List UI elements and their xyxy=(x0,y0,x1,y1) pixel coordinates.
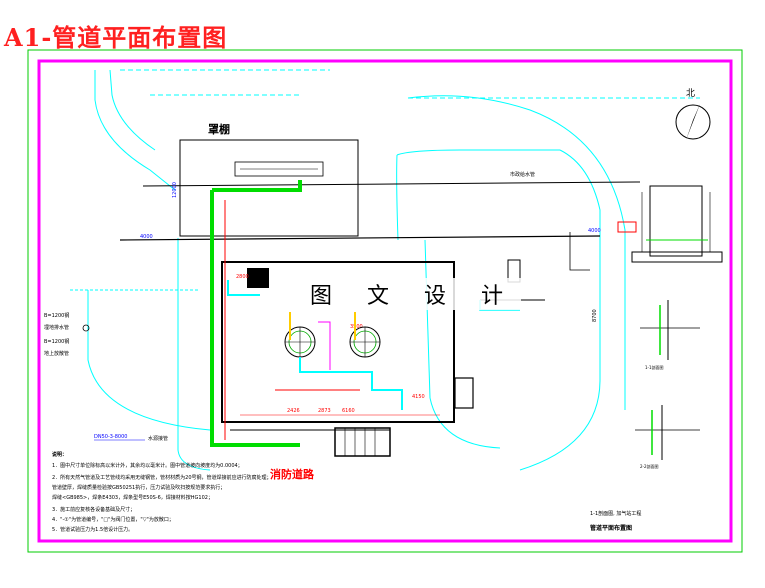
dim-bottom-4: 4150 xyxy=(412,394,425,400)
water-main-line xyxy=(142,181,641,187)
road-dash-lines xyxy=(120,69,700,99)
legend-1: B=1200钢 xyxy=(44,312,69,319)
control-room xyxy=(334,427,391,457)
note-line: 5．管道试验压力为1.5倍设计压力。 xyxy=(52,526,133,533)
dim-tank-2: 3500 xyxy=(350,324,363,330)
dim-tank-1: 2800 xyxy=(236,274,249,280)
notes-heading: 说明： xyxy=(52,451,67,458)
compass: 北 xyxy=(675,88,711,140)
dim-right: 4000 xyxy=(588,228,601,234)
water-main-label: 市政给水管 xyxy=(510,171,535,178)
section-detail-bottom: 2-2剖面图 xyxy=(635,405,700,469)
pipe-tag: DN50-3-8000 xyxy=(94,434,127,440)
yard-dimensions: 2426 2873 6160 4150 xyxy=(240,394,440,416)
compressor-unit xyxy=(247,268,269,288)
dim-left: 4000 xyxy=(140,234,153,240)
gas-piping xyxy=(210,180,590,447)
drawing-caption-bottom: 管道平面布置图 xyxy=(590,524,632,532)
dim-side: 12000 xyxy=(172,182,178,198)
note-line: 管道壁厚，焊缝质量检验按GB50251执行，压力试验及吹扫按规范要求执行； xyxy=(52,484,225,491)
dispenser-unit xyxy=(454,377,474,409)
dim-roadway: 8700 xyxy=(592,309,598,322)
section-2-label: 2-2剖面图 xyxy=(640,463,659,469)
legend-left: B=1200钢 埋地排水管 B=1200钢 地上放散管 xyxy=(44,312,90,357)
notes-block: 说明： 1．图中尺寸单位除标高以米计外，其余均以毫米计。图中管道坡向坡度均为0.… xyxy=(52,451,272,533)
dim-bottom-1: 2426 xyxy=(287,408,300,414)
pump-island xyxy=(234,161,324,177)
note-line: 2．所有天然气管道及工艺管线均采用无缝钢管，管材材质为20号钢，管道焊接前应进行… xyxy=(52,474,272,481)
note-line: 1．图中尺寸单位除标高以米计外，其余均以毫米计。图中管道坡向坡度均为0.0004… xyxy=(52,462,243,469)
compass-north-label: 北 xyxy=(686,88,695,99)
legend-2: 埋地排水管 xyxy=(44,324,69,331)
section-detail-middle: 1-1剖面图 xyxy=(640,300,700,370)
page-title: A1-管道平面布置图 xyxy=(4,23,228,52)
drawing-border xyxy=(37,59,733,543)
legend-3: B=1200钢 xyxy=(44,338,69,345)
dim-bottom-2: 2873 xyxy=(318,408,331,414)
note-line: 4．"-①"为管道编号，"□"为阀门位置，"▽"为放散口； xyxy=(52,516,174,523)
note-line: 焊缝<GB985>，焊条E4303，焊条型号E50S-6，焊接材料按HG102； xyxy=(52,494,213,501)
water-connect-label: 水源接管 xyxy=(148,435,168,442)
section-detail-top xyxy=(617,185,723,263)
watermark: 图 文 设 计 xyxy=(306,278,521,310)
outer-frame xyxy=(27,49,743,553)
drawing-caption-top: 1-1剖面图, 加气站工程 xyxy=(590,510,641,517)
boundary-line xyxy=(119,235,601,241)
site-roads xyxy=(70,69,626,471)
section-1-label: 1-1剖面图 xyxy=(645,364,664,370)
storage-tank-right xyxy=(349,326,381,358)
note-line: 3．施工前应复核各设备基础及尺寸； xyxy=(52,506,135,513)
canopy-outline xyxy=(179,139,359,237)
fire-road-label: 消防道路 xyxy=(270,467,315,481)
dim-bottom-3: 6160 xyxy=(342,408,355,414)
legend-4: 地上放散管 xyxy=(44,350,69,357)
canopy-label: 罩棚 xyxy=(208,122,230,136)
equipment-yard xyxy=(221,261,455,423)
